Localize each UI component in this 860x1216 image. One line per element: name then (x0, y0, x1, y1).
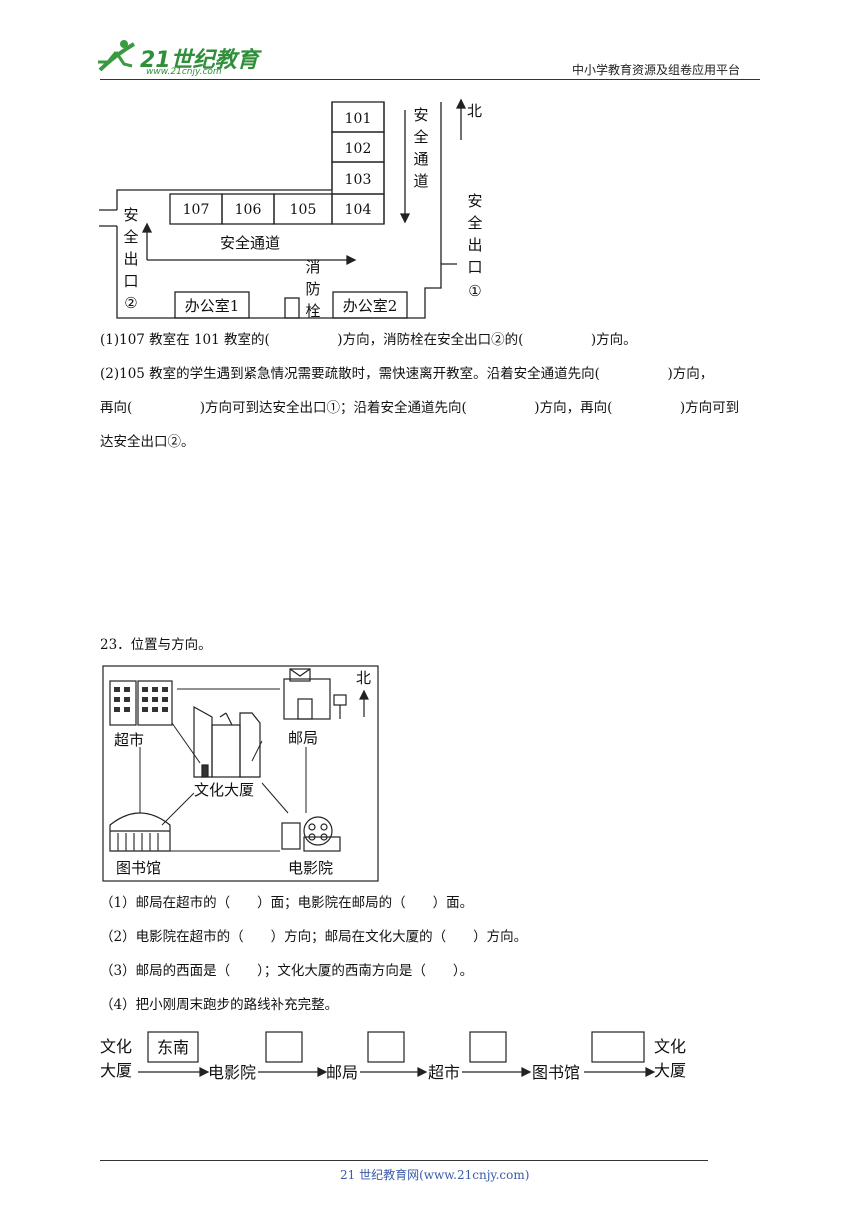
route-start-line2: 大厦 (100, 1061, 132, 1080)
route-stop-supermarket: 超市 (428, 1063, 460, 1082)
route-box-5[interactable] (591, 1031, 645, 1063)
cinema-icon (281, 816, 341, 852)
route-stop-library: 图书馆 (532, 1063, 580, 1082)
post-office-icon (283, 668, 347, 720)
route-box-1-text: 东南 (157, 1038, 189, 1057)
q23-sub3: （3）邮局的西面是（ ）；文化大厦的西南方向是（ ）。 (100, 963, 474, 979)
q23-title: 23．位置与方向。 (100, 637, 212, 653)
svg-text:①: ① (468, 282, 481, 300)
route-diagram: 文化 大厦 东南 电影院 邮局 超市 图书馆 文化 大厦 (100, 1031, 686, 1082)
exit2-label: 安 全 出 口 ② (123, 206, 138, 312)
svg-text:口: 口 (123, 272, 138, 290)
route-box-1[interactable] (147, 1031, 199, 1063)
location-map: 北 超市 邮局 文化大厦 图书馆 电影院 (102, 665, 379, 882)
right-corridor-label: 安全通道 (413, 106, 428, 190)
q23-sub1: （1）邮局在超市的（ ）面；电影院在邮局的（ ）面。 (100, 895, 474, 911)
room-label: 107 (183, 202, 210, 218)
svg-text:出: 出 (467, 236, 482, 254)
map-north-label: 北 (356, 669, 371, 687)
svg-text:安: 安 (467, 192, 482, 210)
room-label: 104 (345, 202, 372, 218)
svg-text:全: 全 (413, 128, 428, 146)
north-arrow-icon (359, 689, 369, 717)
office1-label: 办公室1 (185, 297, 240, 315)
room-label: 105 (290, 202, 317, 218)
culture-building-icon (193, 705, 261, 778)
svg-text:②: ② (124, 294, 137, 312)
q22-sub1: (1)107 教室在 101 教室的( )方向，消防栓在安全出口②的( )方向。 (100, 332, 637, 348)
route-start-line1: 文化 (100, 1037, 132, 1056)
route-stop-post: 邮局 (326, 1063, 358, 1082)
route-box-3[interactable] (367, 1031, 405, 1063)
corridor-label: 安全通道 (220, 234, 280, 252)
logo-runner-icon (98, 40, 136, 72)
svg-text:通: 通 (413, 150, 428, 168)
footer-text[interactable]: 21 世纪教育网(www.21cnjy.com) (340, 1168, 530, 1182)
svg-text:安: 安 (123, 206, 138, 224)
hydrant-box (284, 297, 300, 319)
room-label: 106 (235, 202, 262, 218)
route-end-line1: 文化 (654, 1037, 686, 1056)
hydrant-label: 消 防 栓 (305, 258, 320, 320)
route-stop-cinema: 电影院 (208, 1063, 256, 1082)
room-105 (273, 193, 333, 225)
room-label: 102 (345, 141, 372, 157)
q22-sub2-line1: (2)105 教室的学生遇到紧急情况需要疏散时，需快速离开教室。沿着安全通道先向… (100, 366, 714, 382)
library-icon (109, 812, 171, 852)
floor-plan-diagram: 101 102 103 104 107 106 105 安全通道 北 办公室1 … (99, 98, 483, 320)
svg-text:全: 全 (123, 228, 138, 246)
footer-rule (100, 1160, 708, 1161)
q23-sub4: （4）把小刚周末跑步的路线补充完整。 (100, 997, 339, 1013)
route-box-2[interactable] (265, 1031, 303, 1063)
logo-url: www.21cnjy.com (146, 67, 222, 77)
office2-label: 办公室2 (343, 297, 398, 315)
svg-text:消: 消 (305, 258, 320, 276)
culture-building-label: 文化大厦 (194, 781, 254, 799)
room-label: 101 (345, 111, 372, 127)
supermarket-label: 超市 (114, 731, 144, 749)
library-label: 图书馆 (116, 859, 161, 877)
north-label: 北 (467, 102, 482, 120)
logo-text: 21世纪教育 (140, 48, 259, 73)
svg-text:安: 安 (413, 106, 428, 124)
cinema-label: 电影院 (288, 859, 333, 877)
room-label: 103 (345, 172, 372, 188)
route-end-line2: 大厦 (654, 1061, 686, 1080)
svg-text:全: 全 (467, 214, 482, 232)
q22-sub2-line3: 达安全出口②。 (100, 434, 195, 450)
q22-sub2-line2: 再向( )方向可到达安全出口①；沿着安全通道先向( )方向，再向( )方向可到 (100, 400, 740, 416)
svg-text:出: 出 (123, 250, 138, 268)
post-office-label: 邮局 (288, 729, 318, 747)
svg-text:口: 口 (467, 258, 482, 276)
svg-text:栓: 栓 (305, 302, 320, 320)
office-2 (332, 291, 408, 319)
svg-text:防: 防 (305, 280, 320, 298)
office-1 (174, 291, 250, 319)
header-right-text: 中小学教育资源及组卷应用平台 (572, 63, 741, 77)
svg-text:道: 道 (413, 172, 428, 190)
exit1-label: 安 全 出 口 ① (467, 192, 482, 300)
header-rule (100, 79, 760, 80)
q23-sub2: （2）电影院在超市的（ ）方向；邮局在文化大厦的（ ）方向。 (100, 929, 528, 945)
route-box-4[interactable] (469, 1031, 507, 1063)
supermarket-icon (109, 680, 173, 726)
